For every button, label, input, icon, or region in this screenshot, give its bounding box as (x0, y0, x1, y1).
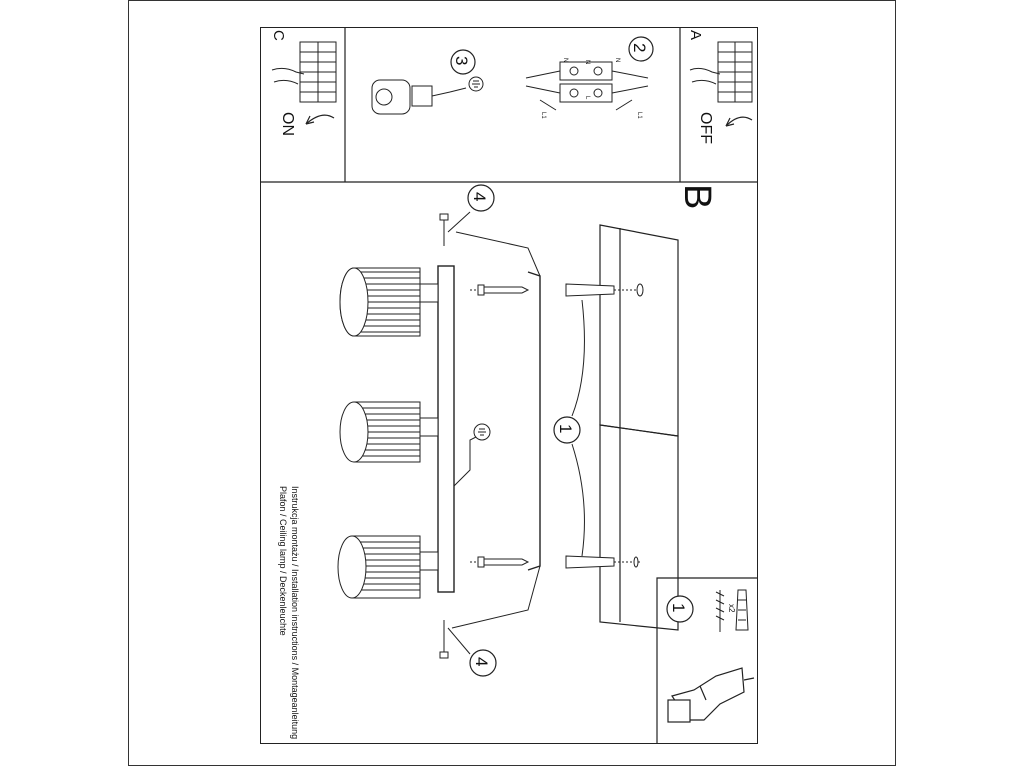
panel-c-arrow-icon (305, 114, 335, 125)
panel-b-letter: B (676, 184, 718, 210)
ground-cable (453, 423, 491, 487)
mounting-bracket (527, 271, 541, 571)
wire-n-right: N (614, 58, 620, 63)
shade-middle (339, 401, 439, 463)
shade-top (339, 267, 439, 337)
panel-a-terminal-icon (689, 41, 753, 103)
wire-l-mid: L (584, 96, 590, 100)
ceiling-boards (599, 224, 679, 631)
tools-step-label: 1 (669, 603, 688, 613)
step-2-label: 2 (630, 43, 649, 53)
drill-icon (667, 667, 755, 723)
step-4-circle-bottom (469, 649, 497, 677)
step-4-circle-top (467, 184, 495, 212)
wire-n-left: N (562, 58, 568, 63)
ground-connection-icon (371, 76, 484, 115)
lamp-base-bar (437, 265, 455, 593)
tools-step-circle (666, 595, 694, 623)
panel-a-state: OFF (697, 112, 714, 144)
step-1-circle (553, 416, 581, 444)
panel-c-terminal-icon (271, 41, 337, 103)
wire-l-right: L1 (636, 112, 642, 119)
caption-line-2: Plafon / Ceiling lamp / Deckenleuchte (278, 486, 288, 636)
page-frame (128, 0, 896, 766)
screw-dowel-tool-icon (715, 589, 749, 632)
screw-icon (439, 211, 471, 659)
step-1-label: 1 (556, 424, 575, 434)
step-4-label-bottom: 4 (472, 657, 491, 667)
panel-c-state: ON (279, 112, 296, 136)
wire-l-left: L1 (540, 112, 546, 119)
wiring-connector-icon (525, 61, 649, 111)
wire-n-mid: N (584, 60, 590, 65)
step-3-circle (450, 49, 476, 75)
step-2-circle (628, 36, 654, 62)
panel-c-letter: C (270, 30, 287, 41)
panel-a-letter: A (687, 30, 704, 41)
shade-bottom (337, 535, 439, 599)
tools-count: x2 (727, 604, 736, 613)
step-3-label: 3 (452, 56, 471, 66)
panel-a-arrow-icon (725, 116, 753, 127)
step-4-label-top: 4 (470, 192, 489, 202)
instruction-sheet (260, 27, 758, 744)
tools-panel-border (656, 577, 758, 744)
caption-line-1: Instrukcja montażu / Installation instru… (290, 486, 300, 740)
screw-and-dowel (470, 283, 644, 569)
